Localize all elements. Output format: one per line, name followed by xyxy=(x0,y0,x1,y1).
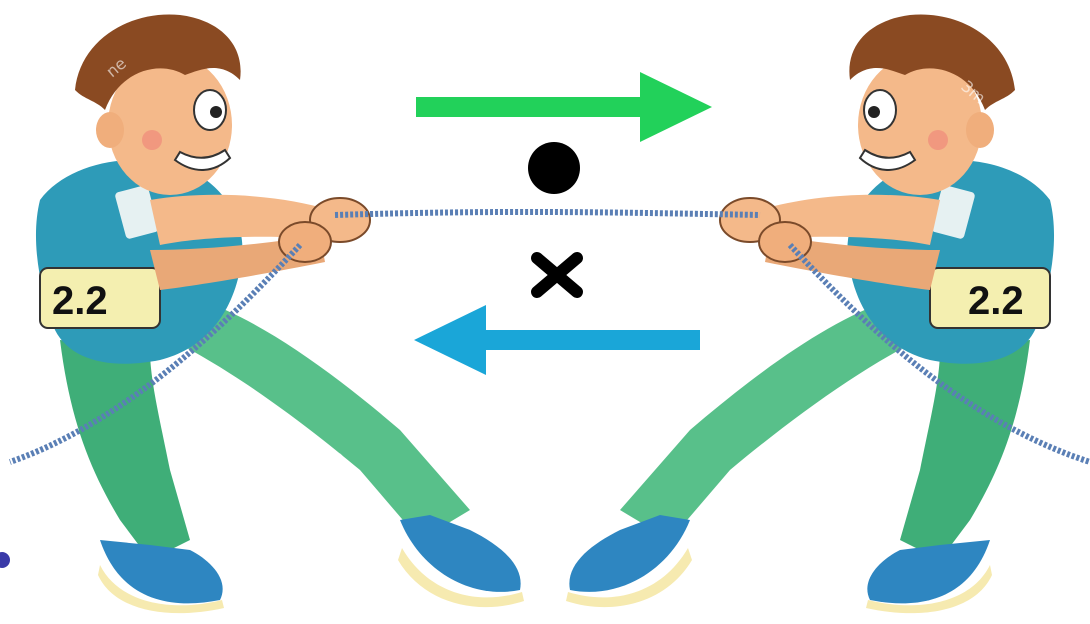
right-boy-cheek xyxy=(928,130,948,150)
right-boy-ear xyxy=(966,112,994,148)
watermark-right-leg: me xyxy=(737,459,769,490)
green-arrow-shaft xyxy=(416,97,646,117)
left-boy-cheek xyxy=(142,130,162,150)
green-arrow-head xyxy=(640,72,712,142)
left-boy-ear xyxy=(96,112,124,148)
right-boy-bib-number: 2.2 xyxy=(968,279,1024,323)
cross-icon xyxy=(537,258,577,292)
rope-center xyxy=(335,212,760,215)
blue-arrow-head xyxy=(414,305,486,375)
blue-left-arrow xyxy=(414,305,700,375)
left-boy-bib-number: 2.2 xyxy=(52,279,108,323)
blue-arrow-shaft xyxy=(480,330,700,350)
green-right-arrow xyxy=(416,72,712,142)
left-boy-back-leg xyxy=(60,340,190,560)
right-boy-back-leg xyxy=(900,340,1030,560)
right-boy-pupil xyxy=(868,106,880,118)
left-boy-pupil xyxy=(210,106,222,118)
edge-dot xyxy=(0,552,10,568)
dot-icon xyxy=(528,142,580,194)
